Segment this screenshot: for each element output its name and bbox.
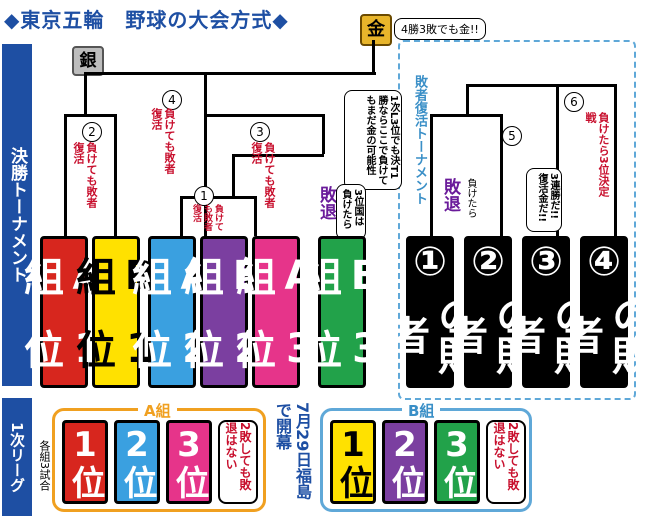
- note-bubble: 3連勝だ!!復活金だ!!: [526, 168, 562, 232]
- group-b-note: 2敗しても敗退はない: [486, 420, 526, 504]
- game-number: 5: [502, 126, 522, 146]
- bracket-line: [430, 114, 433, 236]
- group-b-label: B組: [402, 400, 441, 421]
- bracket-line: [84, 72, 376, 75]
- bracket-line: [556, 84, 559, 236]
- bracket-line: [180, 196, 256, 199]
- lose-revival-note: 負けても敗者復活: [72, 142, 98, 208]
- bracket-line: [254, 196, 257, 236]
- first-league-label: 1次リーグ: [2, 398, 32, 516]
- note-bubble: 3位国は負けたら: [336, 184, 366, 240]
- gold-note: 4勝3敗でも金!!: [394, 18, 486, 40]
- game-number: 2: [82, 122, 102, 142]
- game-number: 6: [564, 92, 584, 112]
- bracket-line: [204, 72, 207, 114]
- games-per-group: 各組3試合: [38, 440, 51, 491]
- out-label: 敗退: [440, 178, 460, 212]
- group-b-rank: 3位: [434, 420, 480, 504]
- game-number: 1: [194, 186, 214, 206]
- bracket-line: [204, 114, 207, 236]
- group-a-label: A組: [138, 400, 177, 421]
- opening-date: 7月29日福島で開幕: [273, 402, 312, 500]
- lose-out-note: 負けたら: [465, 178, 476, 218]
- final-tournament-label: 決勝トーナメント: [2, 44, 32, 386]
- bracket-line: [232, 154, 235, 196]
- bracket-line: [84, 72, 87, 114]
- bracket-line: [466, 84, 616, 87]
- bracket-line: [430, 114, 502, 117]
- bracket-line: [500, 114, 503, 236]
- bracket-line: [322, 114, 325, 154]
- group-a-rank: 2位: [114, 420, 160, 504]
- losers-bracket-frame: [398, 40, 636, 400]
- note-bubble: 1次L3位でも決T1勝ならここで負けてもまだ金の可能性: [344, 90, 402, 190]
- group-a-note: 2敗しても敗退はない: [218, 420, 258, 504]
- page-title: ◆東京五輪 野球の大会方式◆: [4, 8, 289, 32]
- third-place-note: 負けたら3位決定戦: [584, 112, 610, 197]
- bracket-line: [64, 114, 67, 236]
- bracket-line: [232, 154, 324, 157]
- game-number: 3: [250, 122, 270, 142]
- bracket-line: [180, 196, 183, 236]
- bracket-line: [466, 84, 469, 114]
- bracket-line: [64, 114, 116, 117]
- gold-medal-badge: 金: [360, 14, 392, 46]
- silver-medal-badge: 銀: [72, 46, 104, 76]
- group-b-rank: 2位: [382, 420, 428, 504]
- group-a-rank: 1位: [62, 420, 108, 504]
- lose-revival-note: 負けても敗者復活: [150, 108, 176, 174]
- group-b-rank: 1位: [330, 420, 376, 504]
- losers-bracket-label: 敗者復活トーナメント: [412, 75, 427, 205]
- group-a-rank: 3位: [166, 420, 212, 504]
- out-label: 敗退: [316, 186, 336, 220]
- lose-revival-note: 負けても敗者復活: [191, 204, 223, 231]
- bracket-line: [204, 114, 324, 117]
- game-number: 4: [162, 90, 182, 110]
- bracket-line: [614, 84, 617, 236]
- bracket-line: [372, 40, 375, 74]
- lose-revival-note: 負けても敗者復活: [250, 142, 276, 208]
- bracket-line: [114, 114, 117, 236]
